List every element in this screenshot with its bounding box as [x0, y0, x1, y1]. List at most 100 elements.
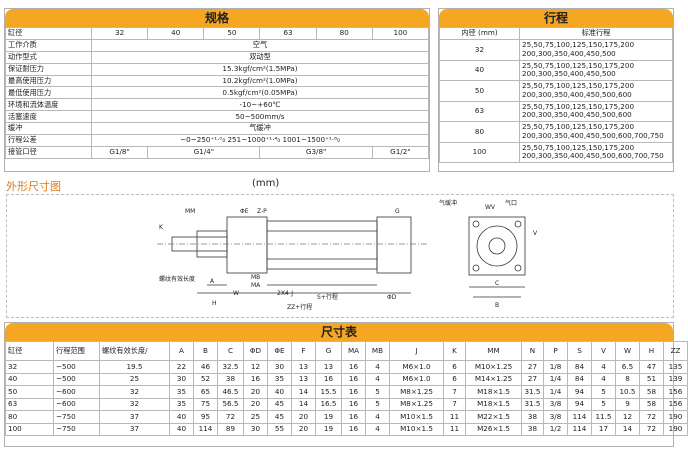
table-cell: 32 — [99, 397, 170, 411]
table-cell: 1/4 — [543, 385, 568, 399]
table-cell: 19 — [315, 422, 342, 436]
table-cell: M8×1.25 — [389, 397, 444, 411]
label-s: S+行程 — [317, 293, 338, 301]
label-cushion: 气缓冲 — [439, 199, 457, 207]
table-cell: 40 — [169, 422, 194, 436]
table-cell: 16.5 — [315, 397, 342, 411]
table-cell: M8×1.25 — [389, 385, 444, 399]
table-cell: 16 — [341, 372, 366, 386]
stroke-col-standard: 标准行程 — [519, 27, 673, 40]
table-cell: 58 — [639, 385, 664, 399]
label-wv: WV — [485, 204, 496, 211]
table-cell: 27 — [521, 372, 544, 386]
table-cell: 16 — [341, 410, 366, 424]
spec-label: 行程公差 — [5, 134, 92, 147]
dim-header: S — [567, 341, 592, 361]
table-cell: M14×1.25 — [465, 372, 522, 386]
table-cell: M22×1.5 — [465, 410, 522, 424]
spec-title: 规格 — [5, 9, 429, 27]
table-cell: 31.5 — [521, 397, 544, 411]
spec-value: 0.5kgf/cm²(0.05MPa) — [91, 86, 429, 100]
table-cell: M6×1.0 — [389, 360, 444, 374]
table-cell: 7 — [443, 397, 466, 411]
table-cell: 30 — [267, 360, 292, 374]
dim-header: P — [543, 341, 568, 361]
spec-port-row: 接管口径 G1/8" G1/4" G3/8" G1/2" — [5, 145, 430, 159]
end-plate — [468, 216, 526, 276]
spec-value: 50~500mm/s — [91, 110, 429, 124]
table-cell: 52 — [193, 372, 218, 386]
spec-row: 行程公差~0~250⁺¹·⁰₀ 251~1000⁺¹·⁴₀ 1001~1500⁺… — [5, 134, 429, 147]
spec-value: -10~+60℃ — [91, 98, 429, 112]
table-cell: 35 — [267, 372, 292, 386]
spec-row: 缓冲气缓冲 — [5, 122, 429, 136]
stroke-line: 25,50,75,100,125,150,175,200 — [522, 40, 635, 50]
table-cell: 156 — [663, 385, 688, 399]
label-mm: MM — [185, 208, 195, 215]
spec-label: 最低使用压力 — [5, 86, 92, 100]
table-cell: 72 — [639, 410, 664, 424]
table-cell: M10×1.5 — [389, 422, 444, 436]
label-c: C — [495, 280, 499, 287]
table-cell: 51 — [639, 372, 664, 386]
spec-row: 环境和流体温度-10~+60℃ — [5, 98, 429, 112]
table-cell: 58 — [639, 397, 664, 411]
table-cell: 32 — [99, 385, 170, 399]
dim-header: ZZ — [663, 341, 688, 361]
port-cell: G1/2" — [371, 145, 430, 159]
table-cell: 3/8 — [543, 410, 568, 424]
table-cell: 16 — [341, 422, 366, 436]
table-cell: 13 — [291, 360, 316, 374]
dim-header: G — [315, 341, 342, 361]
table-cell: 16 — [341, 397, 366, 411]
table-cell: 22 — [169, 360, 194, 374]
table-cell: 72 — [639, 422, 664, 436]
stroke-line: 200,300,350,400,450,500 — [522, 69, 616, 79]
dim-header: H — [639, 341, 664, 361]
spec-value: 气缓冲 — [91, 122, 429, 136]
label-zz: ZZ+行程 — [287, 303, 312, 311]
end-view — [468, 216, 526, 298]
table-cell: ~500 — [53, 372, 100, 386]
dimension-table: 缸径 行程范围 螺纹有效长度/ A B C ΦD ΦE F G MA MB J … — [5, 341, 688, 436]
spec-value: 15.3kgf/cm²(1.5MPa) — [91, 62, 429, 76]
table-cell: 56.5 — [217, 397, 244, 411]
table-cell: 19.5 — [99, 360, 170, 374]
table-cell: 4 — [365, 372, 390, 386]
stroke-header-row: 内径 (mm) 标准行程 — [439, 27, 673, 40]
dim-header: B — [193, 341, 218, 361]
table-cell: M6×1.0 — [389, 372, 444, 386]
table-cell: 94 — [567, 397, 592, 411]
cylinder-barrel — [266, 220, 378, 270]
table-cell: 30 — [243, 422, 268, 436]
dim-header: N — [521, 341, 544, 361]
stroke-line: 25,50,75,100,125,150,175,200 — [522, 101, 635, 111]
table-cell: 14 — [291, 397, 316, 411]
rear-cover — [376, 216, 412, 274]
table-cell: 12 — [615, 410, 640, 424]
stroke-bore: 50 — [439, 80, 520, 102]
label-h: H — [212, 300, 217, 307]
table-cell: 4 — [365, 410, 390, 424]
label-mb: MB — [251, 274, 260, 281]
label-thread: 螺纹有效长度 — [159, 275, 195, 283]
table-cell: 1/8 — [543, 360, 568, 374]
table-cell: 32 — [5, 360, 54, 374]
spec-panel: 规格 缸径 32 40 50 63 80 100 工作介质空气 动作型式双动型 … — [4, 8, 430, 172]
port-cell: G1/4" — [147, 145, 261, 159]
stroke-line: 200,300,350,400,450,500 — [522, 48, 616, 58]
table-cell: 84 — [567, 360, 592, 374]
table-cell: 40 — [169, 410, 194, 424]
table-cell: 11 — [443, 410, 466, 424]
dim-header: F — [291, 341, 316, 361]
table-cell: M18×1.5 — [465, 385, 522, 399]
label-a: A — [210, 278, 215, 285]
